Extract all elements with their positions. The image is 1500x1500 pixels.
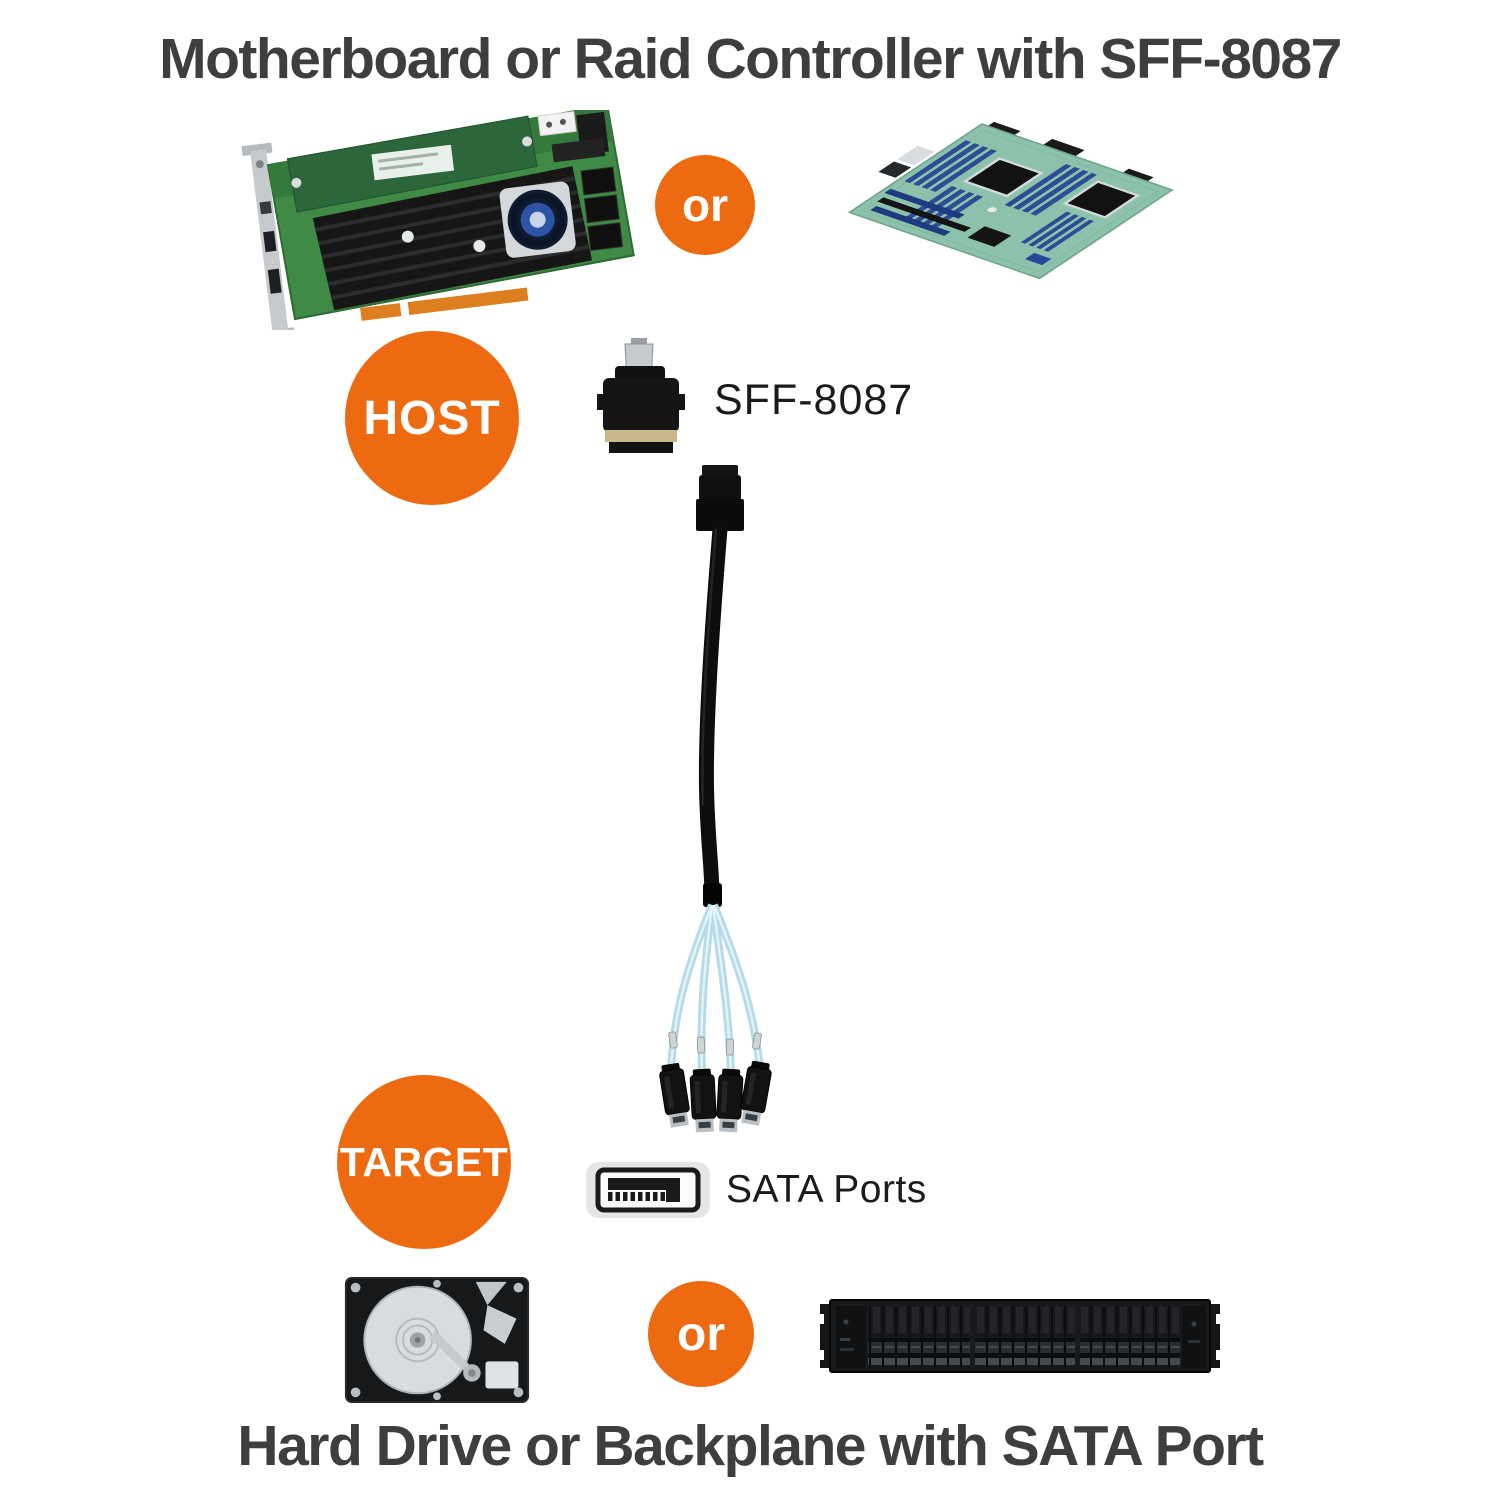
motherboard-image: [822, 104, 1192, 306]
host-badge: HOST: [345, 331, 519, 505]
raid-controller-image: [230, 110, 660, 330]
cpu-socket-icon: [1062, 180, 1141, 219]
or-badge-top: or: [655, 155, 755, 255]
bottom-title: Hard Drive or Backplane with SATA Port: [237, 1414, 1264, 1478]
backplane-image: [818, 1294, 1222, 1378]
sata-port-icon: [586, 1162, 710, 1218]
raid-controller-icon: [241, 110, 635, 330]
target-badge-label: TARGET: [339, 1138, 509, 1185]
motherboard-icon: [847, 121, 1174, 280]
target-badge: TARGET: [337, 1075, 511, 1249]
sff-8087-connector-icon: [597, 338, 685, 453]
top-title: Motherboard or Raid Controller with SFF-…: [159, 27, 1342, 91]
or-badge-bottom: or: [648, 1281, 754, 1387]
hdd-actuator-icon: [429, 1330, 478, 1373]
sata-ports-label: SATA Ports: [726, 1168, 927, 1211]
sata-connectors-icon: [659, 1060, 772, 1133]
host-badge-label: HOST: [363, 391, 501, 445]
or-badge-top-label: or: [682, 179, 728, 231]
minisas-to-sata-cable-image: [600, 455, 860, 1155]
or-badge-bottom-label: or: [677, 1307, 725, 1361]
hard-drive-icon: [344, 1276, 530, 1404]
sff-8087-label: SFF-8087: [714, 376, 914, 424]
breakout-cable-icon: [659, 465, 772, 1133]
cpu-socket-icon: [962, 157, 1044, 198]
hard-drive-image: [342, 1274, 532, 1406]
backplane-icon: [818, 1299, 1222, 1373]
sff-8087-connector-image: [585, 336, 697, 458]
